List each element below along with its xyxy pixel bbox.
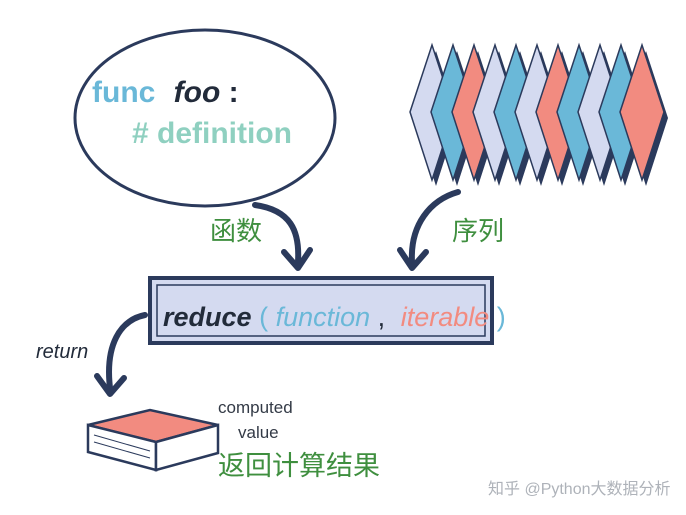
watermark: 知乎 @Python大数据分析	[488, 480, 671, 498]
result-label: 返回计算结果	[218, 451, 380, 482]
bubble-outline	[73, 28, 337, 208]
result-block-page-line	[93, 441, 151, 459]
reduce-box-inner	[156, 284, 486, 337]
func-colon: :	[229, 76, 239, 109]
return-arrowhead	[94, 373, 127, 397]
func-comment: # definition	[132, 117, 292, 150]
value-label: value	[238, 423, 279, 442]
return-label: return	[36, 341, 88, 363]
result-block-right	[154, 423, 220, 472]
sequence-arrowhead	[397, 247, 429, 271]
reduce-arg-function: function	[276, 302, 371, 332]
func-signature: func foo :	[92, 76, 239, 109]
return-arrow	[106, 312, 148, 391]
function-arrow	[252, 202, 302, 265]
reduce-open-paren: (	[259, 302, 268, 332]
function-label: 函数	[210, 217, 262, 247]
reduce-box-outline	[148, 276, 494, 345]
reduce-comma: ,	[378, 302, 386, 332]
result-block	[86, 408, 220, 472]
computed-label: computed	[218, 398, 293, 417]
sequence-label: 序列	[452, 217, 504, 247]
func-name: foo	[174, 76, 221, 109]
result-block-page-line	[93, 434, 151, 452]
reduce-name: reduce	[163, 302, 252, 332]
reduce-close-paren: )	[497, 302, 506, 332]
function-bubble: func foo : # definition	[73, 28, 337, 208]
reduce-arg-iterable: iterable	[401, 302, 490, 332]
sequence-diamonds	[409, 42, 668, 186]
sequence-arrow	[408, 189, 461, 265]
func-keyword: func	[92, 76, 155, 109]
function-arrowhead	[281, 247, 313, 271]
reduce-box: reduce ( function , iterable )	[148, 276, 506, 345]
sequence-diamond	[619, 42, 665, 183]
reduce-call: reduce ( function , iterable )	[163, 302, 506, 332]
